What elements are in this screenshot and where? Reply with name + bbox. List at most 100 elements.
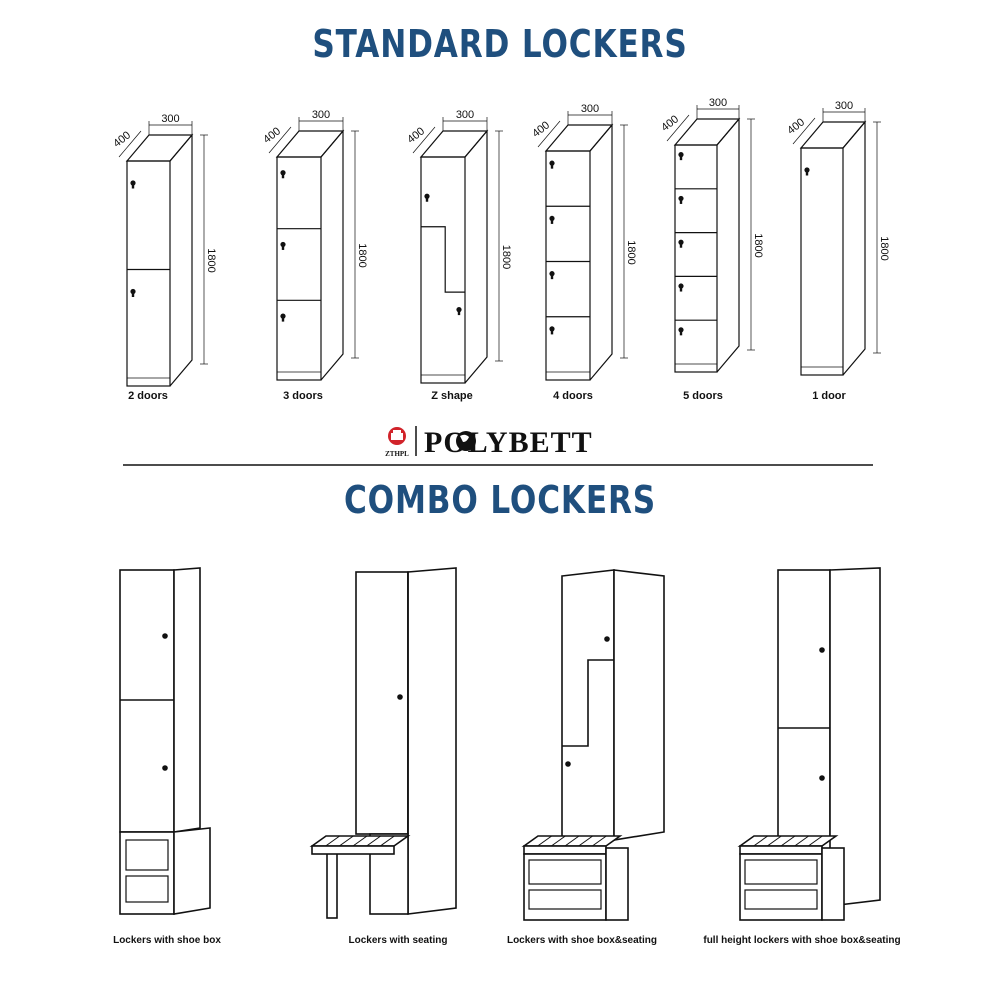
standard-locker-6: 300 400 1800 <box>785 100 890 376</box>
bench-leg <box>326 847 338 919</box>
locker-top <box>125 134 194 162</box>
locker-side <box>613 569 665 841</box>
locker-side <box>842 120 866 376</box>
shoe-box <box>523 853 607 921</box>
depth-dimension-line <box>537 120 561 148</box>
width-dimension-label: 300 <box>456 109 474 121</box>
width-dimension-label: 300 <box>161 113 179 125</box>
door-handle-icon <box>819 647 825 653</box>
depth-dimension-line <box>412 126 436 154</box>
combo-locker-full-height <box>737 567 881 921</box>
lock-icon <box>549 215 555 222</box>
locker-side <box>589 123 613 381</box>
lock-icon <box>678 283 684 289</box>
depth-dimension-label: 400 <box>111 129 133 150</box>
locker-side <box>320 129 344 381</box>
bench-edge <box>739 845 823 855</box>
lock-icon <box>130 180 136 186</box>
depth-dimension-line <box>268 126 292 154</box>
brand-sub: ZTHPL <box>385 450 409 458</box>
shoe-shelf-lower <box>528 889 602 910</box>
caption-3-doors: 3 doors <box>283 390 323 402</box>
height-dimension-label: 1800 <box>752 233 764 257</box>
locker-top <box>419 130 489 158</box>
caption-lockers-with-shoe-box-seating: Lockers with shoe box&seating <box>507 935 657 946</box>
height-dimension-label: 1800 <box>878 236 890 260</box>
door-handle-icon <box>565 761 571 767</box>
lock-icon <box>424 193 430 199</box>
door-handle-icon <box>397 694 403 700</box>
depth-dimension-line <box>666 114 690 142</box>
brand-name: POLYBETT <box>424 426 593 459</box>
door-handle-icon <box>162 633 168 639</box>
zthpl-emblem-icon <box>388 427 406 445</box>
globe-icon <box>456 431 476 451</box>
locker-side <box>716 117 740 373</box>
combo-locker-shoe-box <box>119 567 211 915</box>
lock-icon <box>130 288 136 295</box>
shoe-box-side <box>173 827 211 915</box>
locker-front <box>355 571 409 835</box>
lock-icon <box>280 170 286 176</box>
shoe-shelf-lower <box>744 889 818 910</box>
bench-edge <box>311 845 395 855</box>
height-dimension-label: 1800 <box>205 248 217 272</box>
height-dimension-label: 1800 <box>356 243 368 267</box>
shoe-box <box>119 831 175 915</box>
locker-top <box>275 130 345 158</box>
depth-dimension-label: 400 <box>530 119 552 140</box>
height-dimension-label: 1800 <box>500 245 512 269</box>
shoe-shelf-lower <box>125 875 169 903</box>
shoe-box-side <box>605 847 629 921</box>
caption-full-height-lockers: full height lockers with shoe box&seatin… <box>703 935 900 946</box>
locker-top <box>544 124 614 152</box>
locker-top <box>673 118 741 146</box>
lock-icon <box>678 327 684 333</box>
lock-icon <box>280 241 286 248</box>
depth-dimension-line <box>792 117 816 145</box>
height-dimension-label: 1800 <box>625 240 637 264</box>
caption-1-door: 1 door <box>812 390 846 402</box>
lock-icon <box>678 239 684 245</box>
locker-front <box>674 144 718 373</box>
lock-icon <box>678 152 684 158</box>
standard-lockers-group: 300 400 1800 300 400 1800 300 400 1800 300 400 1800… <box>111 97 890 387</box>
shoe-shelf-upper <box>744 859 818 885</box>
locker-front <box>126 160 171 387</box>
combo-lockers-group <box>119 567 881 921</box>
locker-side <box>407 567 457 915</box>
width-dimension-label: 300 <box>835 100 853 112</box>
standard-lockers-heading: STANDARD LOCKERS <box>312 22 688 66</box>
caption-4-doors: 4 doors <box>553 390 593 402</box>
caption-lockers-with-seating: Lockers with seating <box>349 935 448 946</box>
depth-dimension-label: 400 <box>261 125 283 146</box>
locker-front <box>276 156 322 381</box>
lock-icon <box>549 271 555 277</box>
locker-side <box>829 567 881 907</box>
locker-side <box>169 133 193 387</box>
caption-lockers-with-shoe-box: Lockers with shoe box <box>113 935 221 946</box>
z-divider <box>421 226 465 293</box>
locker-front <box>777 569 831 841</box>
caption-5-doors: 5 doors <box>683 390 723 402</box>
caption-2-doors: 2 doors <box>128 390 168 402</box>
locker-front <box>420 156 466 384</box>
locker-front <box>800 147 844 376</box>
z-divider <box>562 659 614 747</box>
locker-side <box>464 129 488 384</box>
depth-dimension-line <box>118 130 142 158</box>
shoe-box <box>739 853 823 921</box>
combo-locker-seating <box>309 567 457 919</box>
depth-dimension-label: 400 <box>785 116 807 137</box>
shoe-shelf-upper <box>528 859 602 885</box>
lock-icon <box>549 326 555 332</box>
bench-edge <box>523 845 607 855</box>
lock-icon <box>280 313 286 319</box>
lock-icon <box>549 160 555 166</box>
shoe-box-side <box>821 847 845 921</box>
width-dimension-label: 300 <box>581 103 599 115</box>
door-handle-icon <box>819 775 825 781</box>
